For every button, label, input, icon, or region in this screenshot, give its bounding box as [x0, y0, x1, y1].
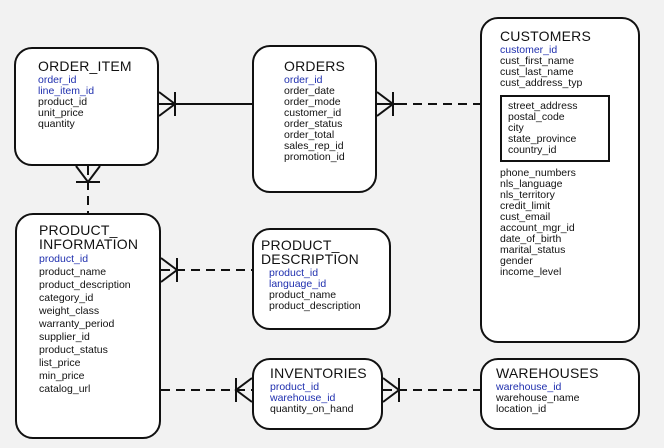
entity-title: PRODUCT_ INFORMATION: [39, 222, 139, 252]
attribute: street_address: [508, 100, 578, 112]
rel-order-item-orders: [158, 91, 252, 117]
attribute: cust_email: [500, 211, 551, 223]
attribute: income_level: [500, 266, 562, 278]
entity-title: PRODUCT_ DESCRIPTION: [261, 237, 359, 267]
entity-title: ORDER_ITEM: [38, 58, 132, 74]
entity-title: WAREHOUSES: [496, 365, 599, 381]
attribute: product_status: [39, 344, 108, 356]
attribute: product_name: [269, 289, 337, 301]
entity-title: INVENTORIES: [270, 365, 367, 381]
rel-order-item-product-information: [75, 165, 101, 213]
attribute: account_mgr_id: [500, 222, 575, 234]
attribute: nls_territory: [500, 189, 555, 201]
attribute: warranty_period: [39, 318, 115, 330]
attribute: credit_limit: [500, 200, 551, 212]
attribute: location_id: [496, 403, 547, 415]
entity-title: CUSTOMERS: [500, 28, 591, 44]
primary-key-attribute: product_id: [269, 267, 319, 279]
attribute: cust_address_typ: [500, 77, 583, 89]
attribute: unit_price: [38, 107, 84, 119]
primary-key-attribute: warehouse_id: [496, 381, 562, 393]
attribute: city: [508, 122, 524, 134]
attribute: marital_status: [500, 244, 566, 256]
attribute: order_mode: [284, 96, 341, 108]
entity-title: ORDERS: [284, 58, 346, 74]
attribute: list_price: [39, 357, 81, 369]
attribute: supplier_id: [39, 331, 90, 343]
attribute: promotion_id: [284, 151, 345, 163]
attribute: product_description: [39, 279, 131, 291]
primary-key-attribute: customer_id: [500, 44, 558, 56]
attribute: order_status: [284, 118, 343, 130]
attribute: product_id: [38, 96, 88, 108]
attribute: quantity: [38, 118, 75, 130]
rel-product-information-inventories: [161, 377, 253, 403]
primary-key-attribute: order_id: [284, 74, 323, 86]
attribute: order_date: [284, 85, 335, 97]
primary-key-attribute: product_id: [39, 253, 89, 265]
rel-orders-customers: [376, 91, 480, 117]
attribute: min_price: [39, 370, 85, 382]
primary-key-attribute: language_id: [269, 278, 327, 290]
rel-product-information-product-description: [160, 257, 252, 283]
attribute: postal_code: [508, 111, 565, 123]
attribute: category_id: [39, 292, 94, 304]
attribute: warehouse_name: [496, 392, 580, 404]
attribute: customer_id: [284, 107, 342, 119]
attribute: product_name: [39, 266, 107, 278]
attribute: phone_numbers: [500, 167, 576, 179]
attribute: gender: [500, 255, 533, 267]
attribute: cust_last_name: [500, 66, 574, 78]
primary-key-attribute: warehouse_id: [270, 392, 336, 404]
attribute: nls_language: [500, 178, 563, 190]
attribute: order_total: [284, 129, 335, 141]
attribute: state_province: [508, 133, 577, 145]
primary-key-attribute: order_id: [38, 74, 77, 86]
attribute: cust_first_name: [500, 55, 575, 67]
attribute: date_of_birth: [500, 233, 562, 245]
attribute: country_id: [508, 144, 557, 156]
attribute: product_description: [269, 300, 361, 312]
primary-key-attribute: product_id: [270, 381, 320, 393]
attribute: catalog_url: [39, 383, 91, 395]
attribute: sales_rep_id: [284, 140, 344, 152]
rel-inventories-warehouses: [382, 377, 480, 403]
attribute: weight_class: [39, 305, 100, 317]
primary-key-attribute: line_item_id: [38, 85, 95, 97]
attribute: quantity_on_hand: [270, 403, 354, 415]
